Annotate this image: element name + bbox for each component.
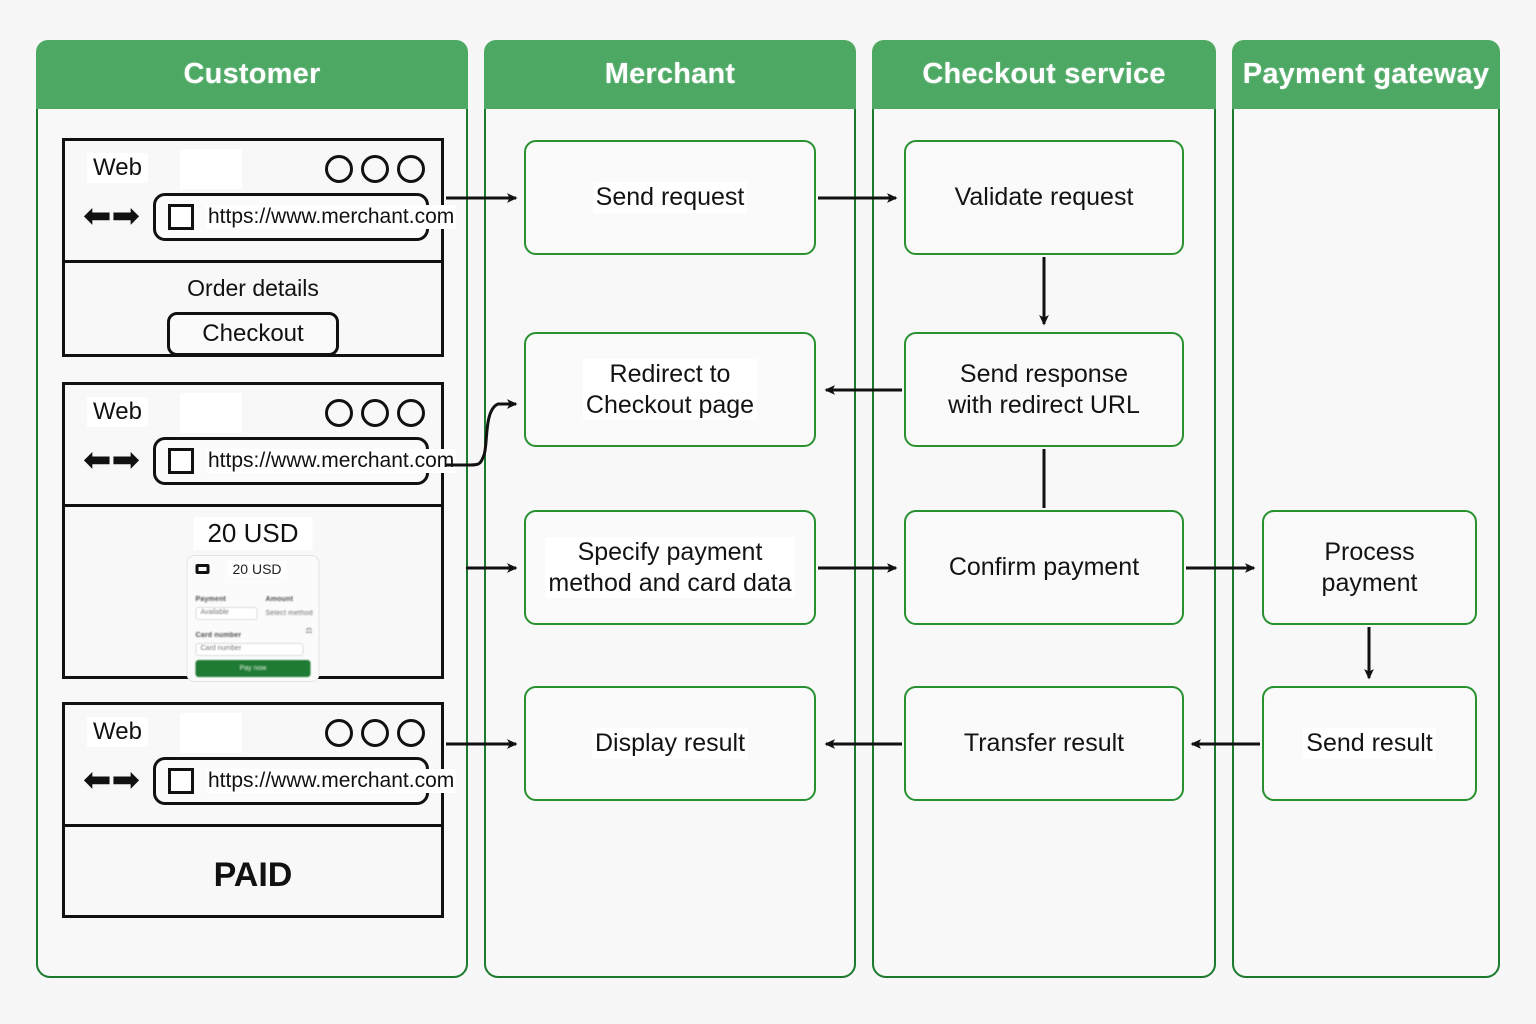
process-send-request[interactable]: Send request xyxy=(524,140,816,255)
process-label: Transfer result xyxy=(963,729,1125,758)
browser-chrome: Web ⬅ ➡ https://www.merchant.com xyxy=(65,705,457,827)
widget-method-field[interactable]: Available xyxy=(195,607,258,620)
checkout-button[interactable]: Checkout xyxy=(167,312,339,356)
lane-title-merchant: Merchant xyxy=(604,58,736,90)
back-arrow-icon[interactable]: ⬅ xyxy=(83,440,112,480)
page-icon xyxy=(168,204,194,230)
window-controls[interactable] xyxy=(325,719,425,747)
order-details-label: Order details xyxy=(187,275,319,301)
widget-label-right: Amount xyxy=(265,596,294,603)
browser-title: Web xyxy=(87,717,148,747)
window-control-dot[interactable] xyxy=(361,719,389,747)
widget-card-input[interactable]: Card number xyxy=(195,643,304,656)
window-control-dot[interactable] xyxy=(325,155,353,183)
address-bar[interactable]: https://www.merchant.com xyxy=(153,193,457,241)
browser-window-order[interactable]: Web ⬅ ➡ https://www.merchant.com Order d… xyxy=(62,138,457,357)
process-label: Send result xyxy=(1303,728,1436,759)
widget-method-value: Select method xyxy=(265,610,313,617)
address-bar-url: https://www.merchant.com xyxy=(206,769,457,793)
process-label: Validate request xyxy=(954,183,1134,212)
address-bar[interactable]: https://www.merchant.com xyxy=(153,437,457,485)
lane-header-merchant: Merchant xyxy=(484,40,856,109)
process-validate-request[interactable]: Validate request xyxy=(904,140,1184,255)
lane-header-checkout-service: Checkout service xyxy=(872,40,1216,109)
widget-field-label: Card number xyxy=(195,632,242,639)
forward-arrow-icon[interactable]: ➡ xyxy=(111,440,141,480)
browser-chrome: Web ⬅ ➡ https://www.merchant.com xyxy=(65,385,457,507)
browser-nav[interactable]: ⬅ ➡ xyxy=(83,443,140,477)
process-label: Display result xyxy=(591,728,749,759)
browser-nav[interactable]: ⬅ ➡ xyxy=(83,199,140,233)
chevron-icon[interactable]: ⚖ xyxy=(305,626,313,635)
address-bar[interactable]: https://www.merchant.com xyxy=(153,757,457,805)
browser-chrome: Web ⬅ ➡ https://www.merchant.com xyxy=(65,141,457,263)
browser-title-blank xyxy=(180,713,242,753)
browser-viewport-order: Order details Checkout xyxy=(65,263,441,357)
back-arrow-icon[interactable]: ⬅ xyxy=(83,760,112,800)
browser-viewport-paid: PAID xyxy=(65,827,441,918)
page-icon xyxy=(168,448,194,474)
lane-header-customer: Customer xyxy=(36,40,468,109)
window-control-dot[interactable] xyxy=(325,719,353,747)
browser-title: Web xyxy=(87,153,148,183)
card-icon xyxy=(195,564,210,574)
browser-title-blank xyxy=(180,149,242,189)
checkout-widget[interactable]: 20 USD Payment Amount Available Select m… xyxy=(186,555,320,682)
widget-amount: 20 USD xyxy=(227,561,287,577)
browser-nav[interactable]: ⬅ ➡ xyxy=(83,763,140,797)
page-icon xyxy=(168,768,194,794)
address-bar-url: https://www.merchant.com xyxy=(206,205,457,229)
paid-status: PAID xyxy=(213,856,293,894)
widget-submit-button[interactable]: Pay now xyxy=(195,660,311,677)
browser-title-blank xyxy=(180,393,242,433)
process-label: Confirm payment xyxy=(948,553,1140,582)
window-control-dot[interactable] xyxy=(361,155,389,183)
back-arrow-icon[interactable]: ⬅ xyxy=(83,196,112,236)
process-confirm-payment[interactable]: Confirm payment xyxy=(904,510,1184,625)
widget-label-left: Payment xyxy=(195,596,227,603)
window-control-dot[interactable] xyxy=(397,719,425,747)
window-control-dot[interactable] xyxy=(361,399,389,427)
process-send-result[interactable]: Send result xyxy=(1262,686,1477,801)
address-bar-url: https://www.merchant.com xyxy=(206,449,457,473)
browser-window-checkout[interactable]: Web ⬅ ➡ https://www.merchant.com 20 USD … xyxy=(62,382,457,682)
window-controls[interactable] xyxy=(325,155,425,183)
process-display-result[interactable]: Display result xyxy=(524,686,816,801)
lane-title-checkout-service: Checkout service xyxy=(922,58,1166,90)
lane-header-payment-gateway: Payment gateway xyxy=(1232,40,1500,109)
browser-viewport-checkout: 20 USD 20 USD Payment Amount Available S… xyxy=(65,507,441,682)
checkout-amount: 20 USD xyxy=(193,517,313,550)
window-control-dot[interactable] xyxy=(397,399,425,427)
forward-arrow-icon[interactable]: ➡ xyxy=(111,760,141,800)
window-control-dot[interactable] xyxy=(325,399,353,427)
forward-arrow-icon[interactable]: ➡ xyxy=(111,196,141,236)
browser-title: Web xyxy=(87,397,148,427)
browser-window-paid[interactable]: Web ⬅ ➡ https://www.merchant.com PAID xyxy=(62,702,457,918)
lane-title-customer: Customer xyxy=(183,58,321,90)
window-control-dot[interactable] xyxy=(397,155,425,183)
process-transfer-result[interactable]: Transfer result xyxy=(904,686,1184,801)
window-controls[interactable] xyxy=(325,399,425,427)
lane-payment-gateway xyxy=(1232,40,1500,978)
process-label: Send request xyxy=(592,182,748,213)
lane-title-payment-gateway: Payment gateway xyxy=(1242,58,1490,90)
